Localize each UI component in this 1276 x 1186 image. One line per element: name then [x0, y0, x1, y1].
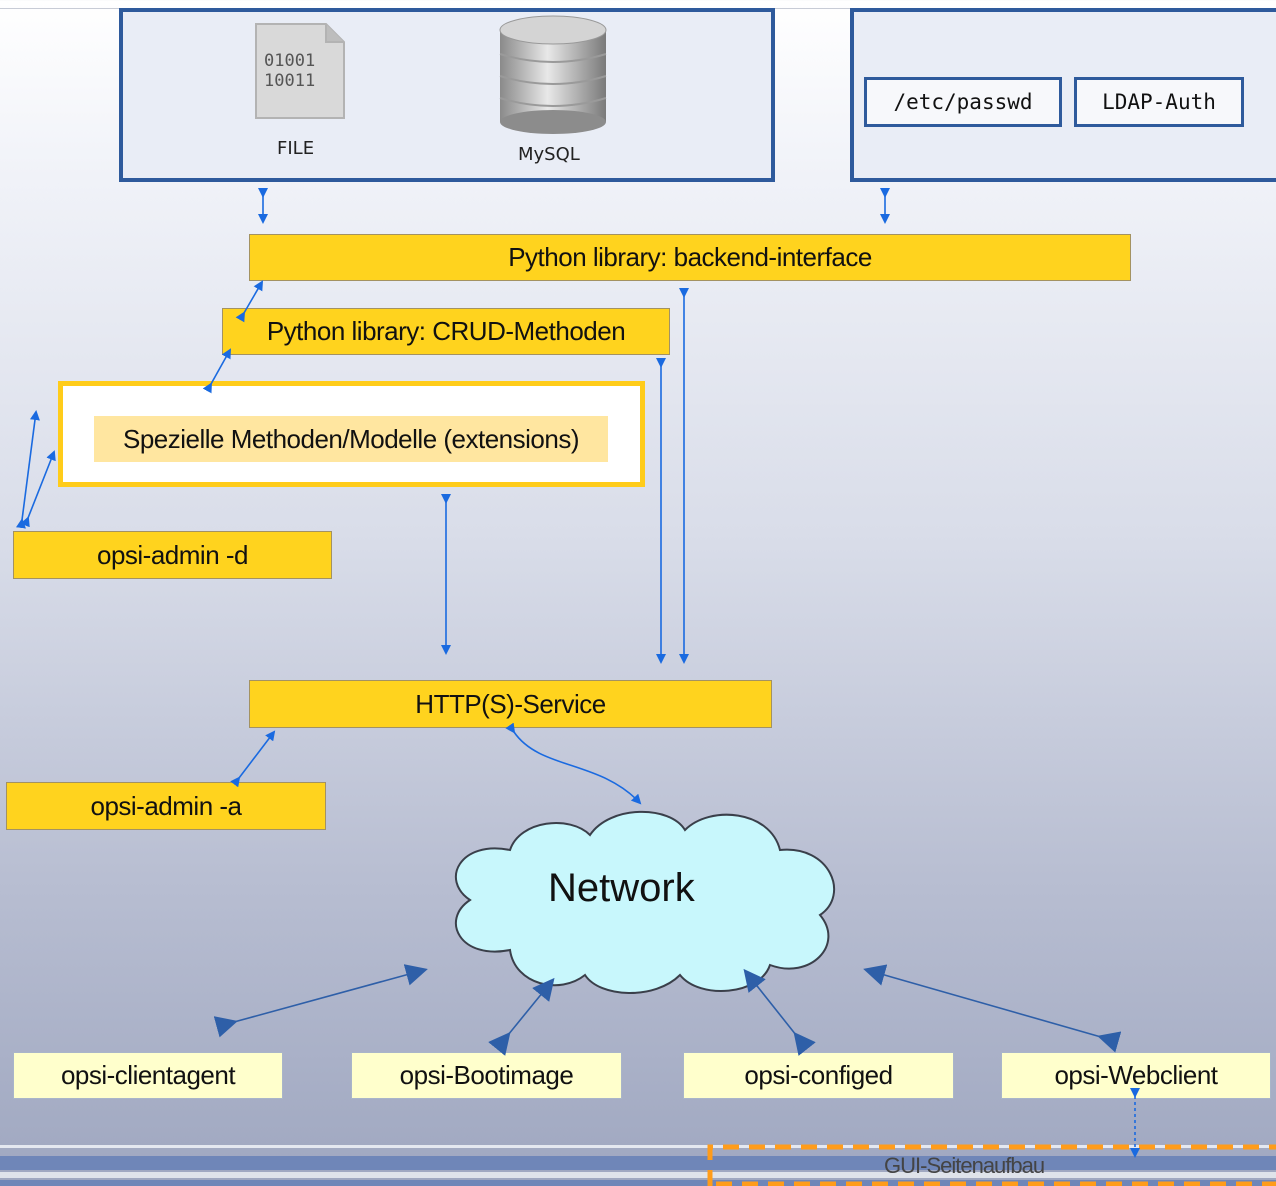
ldap-auth-box: LDAP-Auth — [1074, 77, 1244, 127]
file-icon-bits-1: 01001 — [264, 51, 315, 71]
storage-panel — [119, 8, 775, 182]
passwd-box: /etc/passwd — [864, 77, 1062, 127]
file-label: FILE — [277, 138, 315, 159]
opsi-admin-a-box: opsi-admin -a — [6, 782, 326, 830]
database-icon — [499, 15, 607, 134]
http-service-box: HTTP(S)-Service — [249, 680, 772, 728]
network-client-arrows — [213, 964, 1122, 1056]
opsi-clientagent-box: opsi-clientagent — [13, 1052, 283, 1099]
opsi-bootimage-box: opsi-Bootimage — [351, 1052, 622, 1099]
gui-label: GUI-Seitenaufbau — [884, 1153, 1045, 1178]
opsi-webclient-box: opsi-Webclient — [1001, 1052, 1271, 1099]
bottom-stripes — [0, 1145, 1276, 1186]
crud-methods-box: Python library: CRUD-Methoden — [222, 308, 670, 355]
opsi-configed-box: opsi-configed — [683, 1052, 954, 1099]
network-label: Network — [548, 866, 695, 910]
network-cloud-icon — [454, 810, 836, 994]
file-icon: 01001 10011 — [255, 23, 345, 119]
file-icon-bits-2: 10011 — [264, 71, 315, 91]
thin-arrows — [16, 188, 890, 805]
opsi-admin-d-box: opsi-admin -d — [13, 531, 332, 579]
mysql-label: MySQL — [518, 144, 580, 165]
gui-frame — [707, 1144, 1276, 1186]
extensions-label: Spezielle Methoden/Modelle (extensions) — [94, 416, 608, 462]
backend-interface-box: Python library: backend-interface — [249, 234, 1131, 281]
